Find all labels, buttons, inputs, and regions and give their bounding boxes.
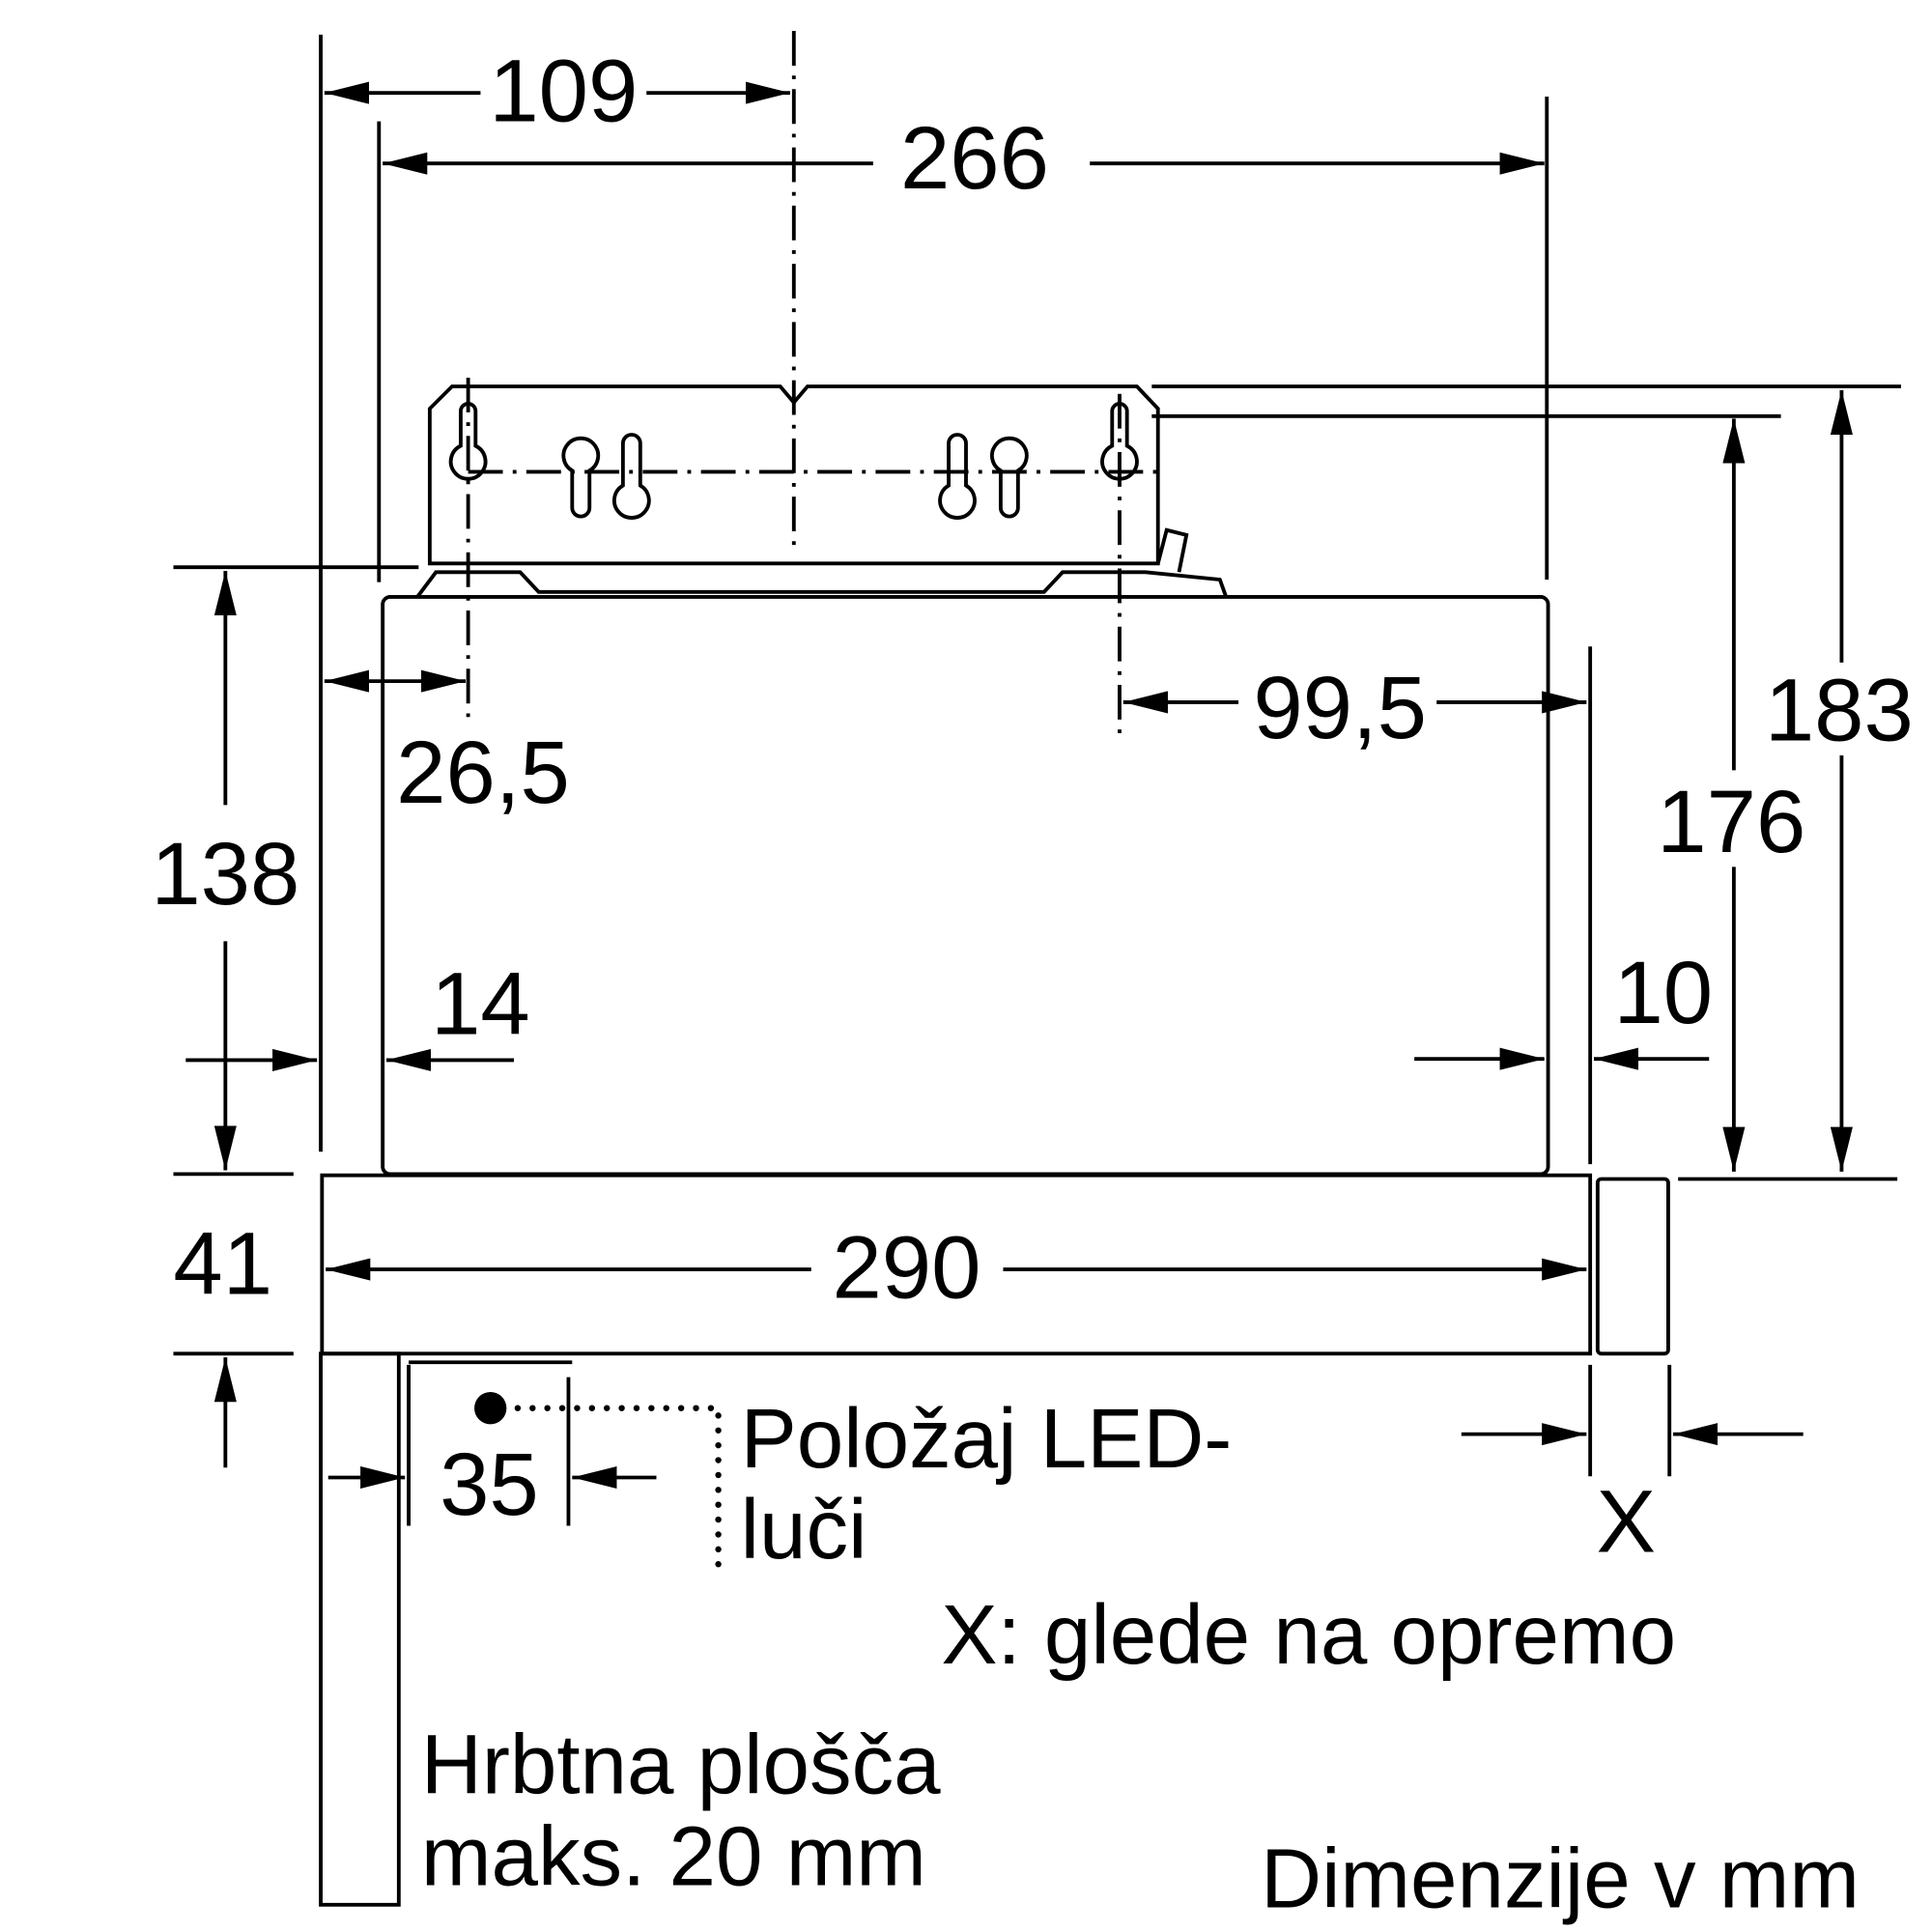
dim-41: 41 bbox=[173, 1213, 272, 1314]
x-note: X: glede na opremo bbox=[941, 1588, 1676, 1682]
dim-109: 109 bbox=[489, 41, 638, 141]
mounting-bracket bbox=[427, 384, 1160, 566]
keyhole-icons bbox=[448, 402, 1139, 520]
dim-266: 266 bbox=[900, 107, 1049, 208]
dim-176: 176 bbox=[1657, 771, 1805, 871]
dim-99-5: 99,5 bbox=[1253, 657, 1427, 757]
bracket-tab bbox=[1155, 527, 1189, 573]
led-position-icon bbox=[474, 1392, 507, 1425]
led-position-label: luči bbox=[741, 1483, 867, 1577]
dim-138: 138 bbox=[151, 823, 299, 923]
dim-x: X bbox=[1597, 1470, 1657, 1571]
dim-14: 14 bbox=[431, 953, 530, 1054]
back-plate-label: Hrbtna plošča bbox=[421, 1718, 941, 1811]
dim-35: 35 bbox=[440, 1434, 539, 1534]
hood-bottom-strip bbox=[320, 1173, 1593, 1356]
dim-10: 10 bbox=[1613, 942, 1713, 1042]
back-plate bbox=[319, 1351, 401, 1907]
front-panel bbox=[1595, 1177, 1670, 1356]
dim-290: 290 bbox=[832, 1217, 980, 1318]
bracket-base bbox=[415, 570, 1229, 599]
led-leader-line bbox=[514, 1405, 722, 1582]
units-label: Dimenzije v mm bbox=[1261, 1832, 1860, 1925]
back-plate-label: maks. 20 mm bbox=[421, 1809, 926, 1903]
dim-26-5: 26,5 bbox=[396, 722, 570, 822]
led-position-label: Položaj LED- bbox=[741, 1392, 1233, 1486]
dim-183: 183 bbox=[1765, 660, 1914, 760]
